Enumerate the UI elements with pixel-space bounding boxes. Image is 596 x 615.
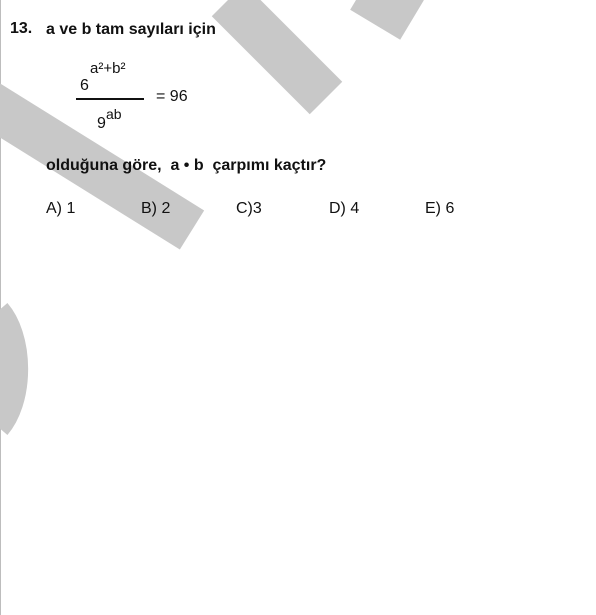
denominator-exponent: ab — [106, 106, 122, 122]
fraction-bar — [76, 98, 144, 100]
choice-d-value: 4 — [350, 200, 360, 217]
question-number: 13. — [10, 20, 33, 37]
page-left-border — [0, 0, 1, 615]
choice-e-value: 6 — [445, 200, 455, 217]
choice-b[interactable]: B) 2 — [141, 200, 170, 218]
numerator-base: 6 — [80, 77, 89, 94]
question-prompt: olduğuna göre, a • b çarpımı kaçtır? — [46, 157, 327, 174]
choice-c[interactable]: C)3 — [236, 200, 262, 218]
choice-e-label: E) — [425, 200, 441, 217]
choice-e[interactable]: E) 6 — [425, 200, 454, 218]
numerator-exponent: a²+b² — [90, 60, 126, 77]
choice-d-label: D) — [329, 200, 346, 217]
denominator-base: 9 — [97, 115, 106, 132]
choice-b-value: 2 — [161, 200, 171, 217]
choice-c-value: 3 — [252, 200, 262, 217]
choice-b-label: B) — [141, 200, 157, 217]
choice-a-value: 1 — [66, 200, 76, 217]
equation-rhs: = 96 — [156, 88, 188, 105]
choice-c-label: C) — [236, 200, 253, 217]
choice-a[interactable]: A) 1 — [46, 200, 75, 218]
equation: 6 a²+b² 9 ab = 96 — [76, 60, 222, 136]
question-stem: a ve b tam sayıları için — [46, 21, 216, 38]
choice-d[interactable]: D) 4 — [329, 200, 359, 218]
choice-a-label: A) — [46, 200, 62, 217]
